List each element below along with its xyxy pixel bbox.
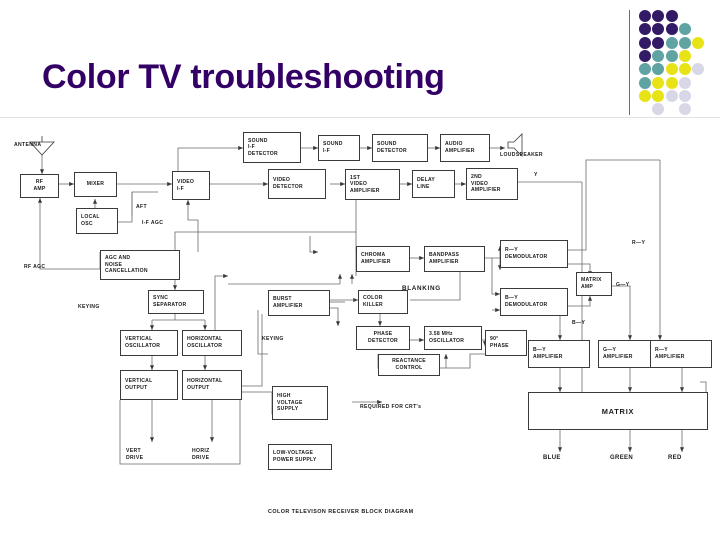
block-matrix[interactable]: MATRIX <box>528 392 708 430</box>
block-sound-detector[interactable]: SOUND DETECTOR <box>372 134 428 162</box>
block-rf-amp[interactable]: RF AMP <box>20 174 59 198</box>
block-reactance-control[interactable]: REACTANCE CONTROL <box>378 354 440 376</box>
label-output-red: RED <box>668 455 682 461</box>
block-audio-amplifier[interactable]: AUDIO AMPLIFIER <box>440 134 490 162</box>
block-1st-video-amplifier[interactable]: 1ST VIDEO AMPLIFIER <box>345 169 400 200</box>
decoration-dot <box>678 103 691 116</box>
decoration-dot <box>639 49 651 62</box>
block-chroma-amplifier[interactable]: CHROMA AMPLIFIER <box>356 246 410 272</box>
decoration-dot <box>678 23 691 36</box>
decoration-dot <box>639 10 651 22</box>
label-output-blue: BLUE <box>543 455 561 461</box>
block-horizontal-output[interactable]: HORIZONTAL OUTPUT <box>182 370 242 400</box>
block-sync-separator[interactable]: SYNC SEPARATOR <box>148 290 204 314</box>
decoration-dot <box>639 36 651 49</box>
decoration-dot <box>652 36 665 49</box>
header-divider-rule <box>0 117 720 118</box>
block-burst-amplifier[interactable]: BURST AMPLIFIER <box>268 290 330 316</box>
block-video-if[interactable]: VIDEO I-F <box>172 171 210 200</box>
decoration-dot <box>652 63 665 76</box>
block-local-osc[interactable]: LOCAL OSC <box>76 208 118 234</box>
label-antenna: ANTENNA <box>14 142 42 148</box>
block-b-y-demodulator[interactable]: B—Y DEMODULATOR <box>500 288 568 316</box>
block-video-detector[interactable]: VIDEO DETECTOR <box>268 169 326 199</box>
block-agc-and-noise-cancellation[interactable]: AGC AND NOISE CANCELLATION <box>100 250 180 280</box>
label-keying-burst: KEYING <box>262 336 284 342</box>
block-vertical-output[interactable]: VERTICAL OUTPUT <box>120 370 178 400</box>
page-title: Color TV troubleshooting <box>42 58 445 96</box>
block-horizontal-oscillator[interactable]: HORIZONTAL OSCILLATOR <box>182 330 242 356</box>
decoration-dot <box>665 89 678 102</box>
decoration-dot <box>678 36 691 49</box>
decoration-dot <box>639 23 651 36</box>
label-rf-agc: RF AGC <box>24 264 46 270</box>
label-y-signal: Y <box>534 172 538 178</box>
decoration-dot <box>652 10 665 22</box>
block-90-phase[interactable]: 90° PHASE <box>485 330 527 356</box>
label-horiz-drive: HORIZ DRIVE <box>192 448 210 461</box>
diagram-caption: COLOR TELEVISON RECEIVER BLOCK DIAGRAM <box>268 509 414 515</box>
label-b-y: B—Y <box>572 320 586 326</box>
decoration-dot <box>692 63 705 76</box>
block-b-y-amplifier[interactable]: B—Y AMPLIFIER <box>528 340 590 368</box>
decoration-dot <box>652 49 665 62</box>
decoration-dot <box>665 36 678 49</box>
decoration-dot <box>652 89 665 102</box>
block-2nd-video-amplifier[interactable]: 2ND VIDEO AMPLIFIER <box>466 168 518 200</box>
decoration-dot <box>665 76 678 89</box>
decoration-dot <box>652 76 665 89</box>
label-required-for-crts: REQUIRED FOR CRT's <box>360 404 422 410</box>
decoration-dot <box>639 63 651 76</box>
decoration-dot <box>665 49 678 62</box>
decoration-dot <box>639 76 651 89</box>
block-vertical-oscillator[interactable]: VERTICAL OSCILLATOR <box>120 330 178 356</box>
decoration-dot <box>639 89 651 102</box>
block-r-y-amplifier[interactable]: R—Y AMPLIFIER <box>650 340 712 368</box>
dot-grid-decoration <box>639 10 719 118</box>
decoration-dot <box>678 49 691 62</box>
label-blanking: BLANKING <box>402 285 441 292</box>
label-if-agc: I-F AGC <box>142 220 164 226</box>
color-television-receiver-block-diagram: RF AMP MIXER LOCAL OSC AGC AND NOISE CAN… <box>0 124 720 540</box>
block-low-voltage-power-supply[interactable]: LOW-VOLTAGE POWER SUPPLY <box>268 444 332 470</box>
block-g-y-amplifier[interactable]: G—Y AMPLIFIER <box>598 340 660 368</box>
decoration-dot <box>652 23 665 36</box>
block-phase-detector[interactable]: PHASE DETECTOR <box>356 326 410 350</box>
label-output-green: GREEN <box>610 455 634 461</box>
block-sound-if[interactable]: SOUND I-F <box>318 135 360 161</box>
block-3-58-mhz-oscillator[interactable]: 3.58 MHz OSCILLATOR <box>424 326 482 350</box>
decoration-dot <box>665 63 678 76</box>
block-r-y-demodulator[interactable]: R—Y DEMODULATOR <box>500 240 568 268</box>
label-g-y: G—Y <box>616 282 630 288</box>
block-matrix-amp[interactable]: MATRIX AMP <box>576 272 612 296</box>
label-loudspeaker: LOUDSPEAKER <box>500 152 543 158</box>
block-mixer[interactable]: MIXER <box>74 172 117 197</box>
decoration-dot <box>678 63 691 76</box>
decoration-dot <box>678 89 691 102</box>
decoration-dot <box>665 10 678 22</box>
decoration-vertical-divider <box>629 10 630 115</box>
block-high-voltage-supply[interactable]: HIGH VOLTAGE SUPPLY <box>272 386 328 420</box>
label-r-y-top: R—Y <box>632 240 646 246</box>
decoration-dot <box>678 76 691 89</box>
block-bandpass-amplifier[interactable]: BANDPASS AMPLIFIER <box>424 246 485 272</box>
block-delay-line[interactable]: DELAY LINE <box>412 170 455 198</box>
decoration-dot <box>665 23 678 36</box>
label-vert-drive: VERT DRIVE <box>126 448 144 461</box>
block-sound-if-detector[interactable]: SOUND I-F DETECTOR <box>243 132 301 163</box>
decoration-dot <box>692 36 705 49</box>
label-aft: AFT <box>136 204 147 210</box>
block-color-killer[interactable]: COLOR KILLER <box>358 290 408 314</box>
decoration-dot <box>652 103 665 116</box>
label-keying-left: KEYING <box>78 304 100 310</box>
